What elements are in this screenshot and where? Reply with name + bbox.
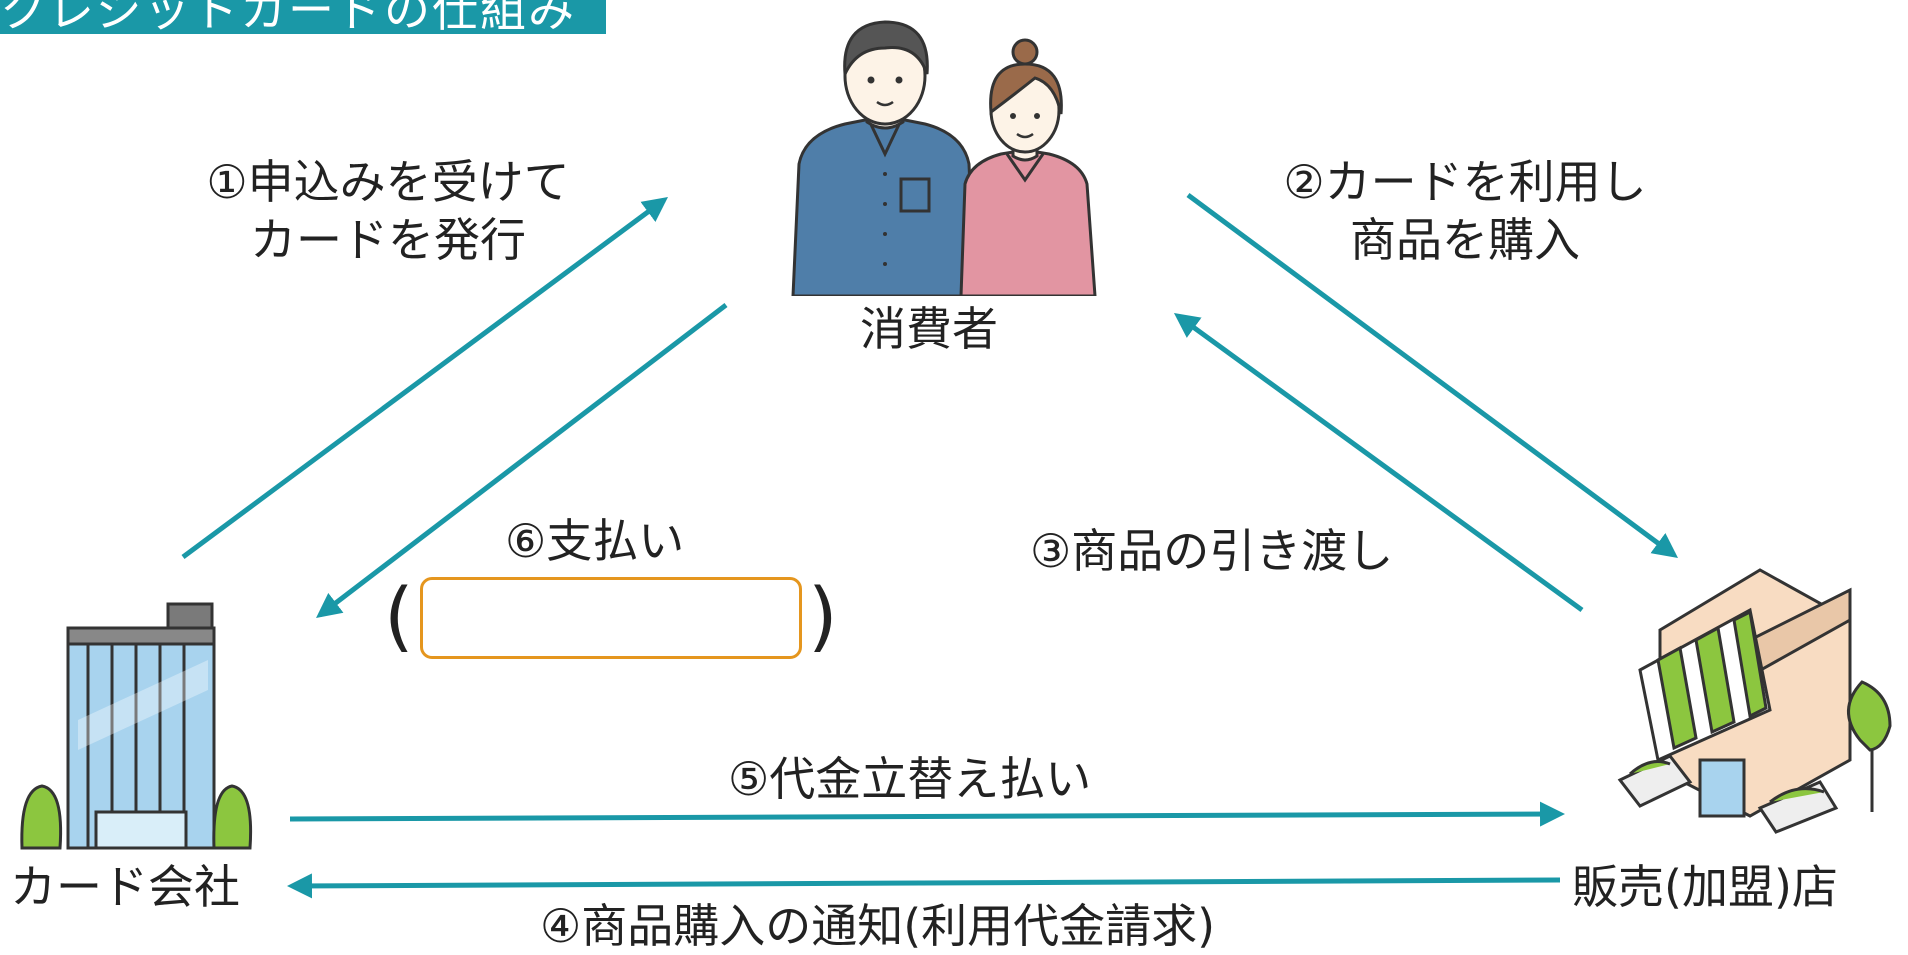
arrow-delivery: [1173, 313, 1584, 613]
arrow-advance-payment: [289, 801, 1565, 827]
step2-line1: ②カードを利用し: [1283, 155, 1647, 209]
answer-blank-box[interactable]: [420, 577, 802, 659]
step1-line1: ①申込みを受けて: [206, 155, 570, 209]
card-company-building-illustration: [20, 602, 253, 850]
merchant-store-illustration: [1617, 568, 1892, 834]
step4-label: ④商品購入の通知(利用代金請求): [540, 899, 1216, 953]
arrow-payment: [316, 303, 728, 619]
arrow-purchase: [1186, 192, 1679, 558]
consumer-couple-illustration: [791, 20, 1097, 296]
merchant-label: 販売(加盟)店: [1572, 860, 1838, 914]
diagram-title: クレジットカードの仕組み: [0, 0, 576, 34]
title-banner: クレジットカードの仕組み: [0, 0, 606, 34]
arrow-issue-card: [181, 197, 669, 560]
arrow-purchase-notice: [287, 873, 1561, 899]
consumer-label: 消費者: [860, 302, 998, 356]
step2-label: ②カードを利用し 商品を購入: [1245, 153, 1685, 269]
step3-label: ③商品の引き渡し: [1030, 524, 1394, 578]
step1-line2: カードを発行: [250, 213, 526, 267]
step6-label: ⑥支払い: [505, 514, 685, 568]
card-company-label: カード会社: [10, 860, 240, 914]
blank-close-paren: ): [808, 571, 838, 660]
blank-open-paren: (: [384, 571, 414, 660]
step5-label: ⑤代金立替え払い: [728, 752, 1092, 806]
step2-line2: 商品を購入: [1350, 213, 1580, 267]
step1-label: ①申込みを受けて カードを発行: [168, 153, 608, 269]
